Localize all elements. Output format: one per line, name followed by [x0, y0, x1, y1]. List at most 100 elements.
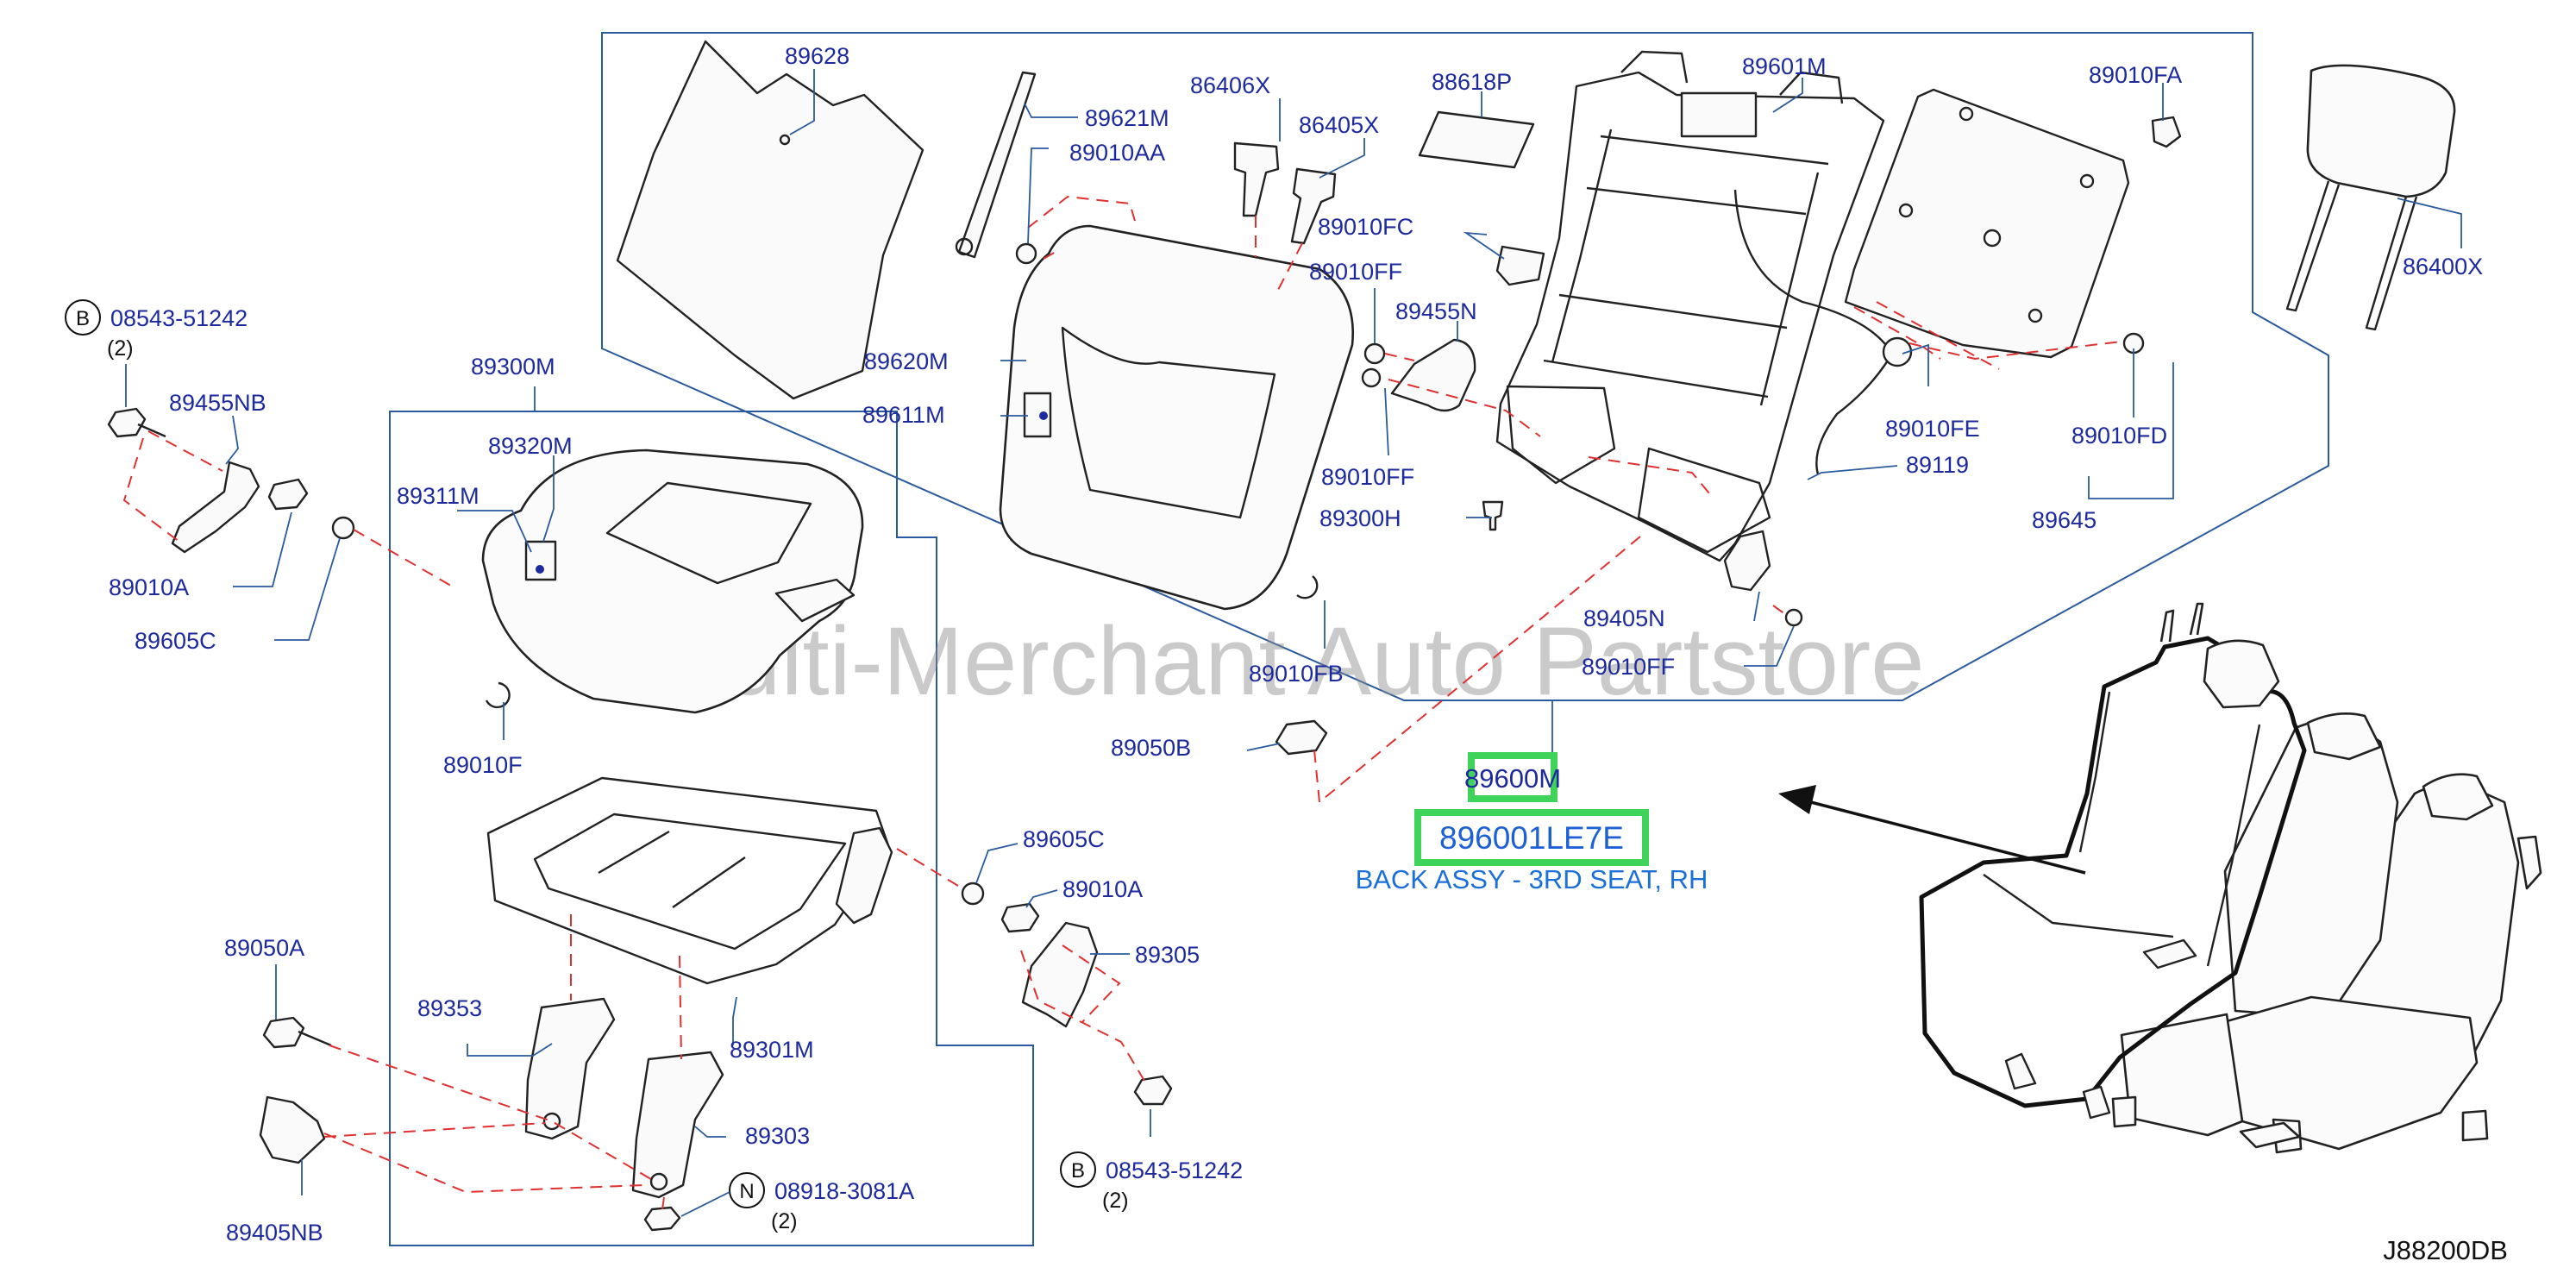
- pin-89010A-left: [267, 478, 309, 511]
- highlight-code[interactable]: 89600M: [1464, 763, 1561, 794]
- vehicle-seat-reference: [1919, 602, 2542, 1154]
- frame-inner: [1551, 129, 1820, 406]
- label-86405X[interactable]: 86405X: [1299, 112, 1379, 138]
- label-89320M[interactable]: 89320M: [488, 433, 573, 459]
- frame-89601M: [1495, 71, 1885, 562]
- label-89628[interactable]: 89628: [785, 43, 849, 69]
- cushion-89320M: [481, 449, 864, 714]
- cap-89605C-right: [961, 882, 985, 906]
- label-89353[interactable]: 89353: [417, 995, 482, 1021]
- pad-hole: [779, 134, 791, 146]
- label-89455N[interactable]: 89455N: [1395, 298, 1477, 324]
- label-89301M[interactable]: 89301M: [730, 1037, 814, 1063]
- seatback-tag-dot: [1039, 411, 1048, 420]
- cable-89119: [1733, 189, 1894, 475]
- bolt-89050A-thread: [298, 1030, 332, 1047]
- label-89405N[interactable]: 89405N: [1583, 605, 1665, 631]
- headrest-posts: [2285, 180, 2418, 331]
- label-89010A-left[interactable]: 89010A: [109, 574, 189, 600]
- seatback-inner: [1061, 326, 1276, 519]
- label-89010FF-a[interactable]: 89010FF: [1309, 259, 1402, 285]
- label-89645[interactable]: 89645: [2032, 507, 2097, 533]
- callout-nut[interactable]: N 08918-3081A (2): [729, 1172, 914, 1233]
- highlight-part-number[interactable]: 896001LE7E: [1439, 820, 1624, 856]
- label-89303[interactable]: 89303: [745, 1123, 810, 1149]
- label-89010FB[interactable]: 89010FB: [1249, 661, 1344, 687]
- label-89010FA[interactable]: 89010FA: [2089, 62, 2182, 88]
- label-89621M[interactable]: 89621M: [1085, 105, 1169, 131]
- label-08918-3081A[interactable]: 08918-3081A: [774, 1178, 914, 1204]
- seatback-89620M: [999, 224, 1354, 611]
- label-89605C-right[interactable]: 89605C: [1023, 826, 1105, 852]
- label-89119[interactable]: 89119: [1906, 452, 1969, 478]
- label-89611M[interactable]: 89611M: [862, 402, 945, 428]
- panel-hole-5: [2028, 308, 2043, 323]
- frame-bracket: [1680, 91, 1758, 138]
- b-symbol-right: B: [1071, 1159, 1085, 1183]
- label-89311M[interactable]: 89311M: [397, 483, 479, 509]
- bracket-89305: [1021, 921, 1099, 1028]
- label-88618P: [1418, 110, 1535, 169]
- b-symbol-left: B: [76, 307, 90, 330]
- n-symbol: N: [739, 1180, 754, 1203]
- ring-89010F: [485, 681, 511, 709]
- label-89010FC[interactable]: 89010FC: [1318, 214, 1413, 240]
- frame-89301M: [486, 776, 890, 985]
- label-89010F[interactable]: 89010F: [443, 752, 523, 778]
- label-89300M[interactable]: 89300M: [471, 354, 555, 380]
- leader-lines: [225, 69, 2462, 1195]
- diagram-ref: J88200DB: [2383, 1235, 2508, 1265]
- panel-hole-1: [1959, 106, 1974, 122]
- label-89620M[interactable]: 89620M: [864, 348, 949, 374]
- callout-bolt-right[interactable]: B 08543-51242 (2): [1060, 1151, 1243, 1213]
- cushion-inner: [605, 481, 812, 585]
- highlighted-part[interactable]: 89600M 896001LE7E BACK ASSY - 3RD SEAT, …: [1356, 752, 1708, 894]
- pin-89010AA: [1015, 242, 1037, 265]
- guide-86406X: [1233, 141, 1280, 217]
- label-89300H[interactable]: 89300H: [1319, 505, 1401, 531]
- label-89050B[interactable]: 89050B: [1111, 735, 1191, 761]
- label-89010FF-b[interactable]: 89010FF: [1321, 464, 1414, 490]
- label-88618P[interactable]: 88618P: [1432, 69, 1512, 95]
- cap-89010FC: [1495, 245, 1545, 286]
- grommet-89010FF-a: [1363, 342, 1386, 365]
- frame-crossbar-top: [1543, 135, 1829, 398]
- frame-89301M-inner: [533, 813, 847, 951]
- label-89010FE[interactable]: 89010FE: [1885, 416, 1980, 442]
- frame-rail: [835, 826, 893, 925]
- cushion-tag: [524, 540, 557, 581]
- label-08543-51242-left[interactable]: 08543-51242: [110, 305, 248, 331]
- leg-89303-hole: [649, 1172, 668, 1191]
- label-89405NB[interactable]: 89405NB: [226, 1220, 323, 1245]
- grommet-89010FE: [1882, 336, 1913, 367]
- trim-89405N: [1723, 530, 1771, 592]
- label-89010FD[interactable]: 89010FD: [2071, 423, 2167, 449]
- label-08543-51242-right[interactable]: 08543-51242: [1106, 1158, 1243, 1183]
- label-89455NB[interactable]: 89455NB: [169, 390, 266, 416]
- b-symbol-circle: [65, 299, 101, 336]
- label-89010FF-c[interactable]: 89010FF: [1582, 654, 1675, 680]
- callout-bolt-left[interactable]: B 08543-51242 (2): [65, 299, 248, 361]
- label-89305[interactable]: 89305: [1135, 942, 1200, 968]
- qty-bolt-right: (2): [1102, 1189, 1129, 1213]
- label-89050A[interactable]: 89050A: [224, 935, 304, 961]
- leg-89303: [631, 1051, 724, 1199]
- locator-arrow: [1803, 799, 2086, 875]
- label-89010AA[interactable]: 89010AA: [1069, 140, 1165, 166]
- panel-89645: [1844, 88, 2130, 359]
- label-89605C-left[interactable]: 89605C: [135, 628, 216, 654]
- back-group-outline: [601, 32, 2329, 701]
- guide-86405X: [1290, 167, 1337, 245]
- strip-clip: [955, 237, 974, 256]
- label-86400X[interactable]: 86400X: [2403, 254, 2483, 279]
- locator-arrow-head: [1778, 785, 1816, 814]
- pin-89010A-right: [1000, 902, 1040, 933]
- leader-nut: [680, 1191, 730, 1217]
- label-89601M[interactable]: 89601M: [1742, 53, 1827, 79]
- label-89010A-right[interactable]: 89010A: [1062, 876, 1143, 902]
- label-86406X[interactable]: 86406X: [1190, 72, 1270, 98]
- n-symbol-circle: [729, 1172, 765, 1208]
- cushion-pocket: [774, 578, 856, 623]
- panel-hole-2: [2079, 173, 2095, 189]
